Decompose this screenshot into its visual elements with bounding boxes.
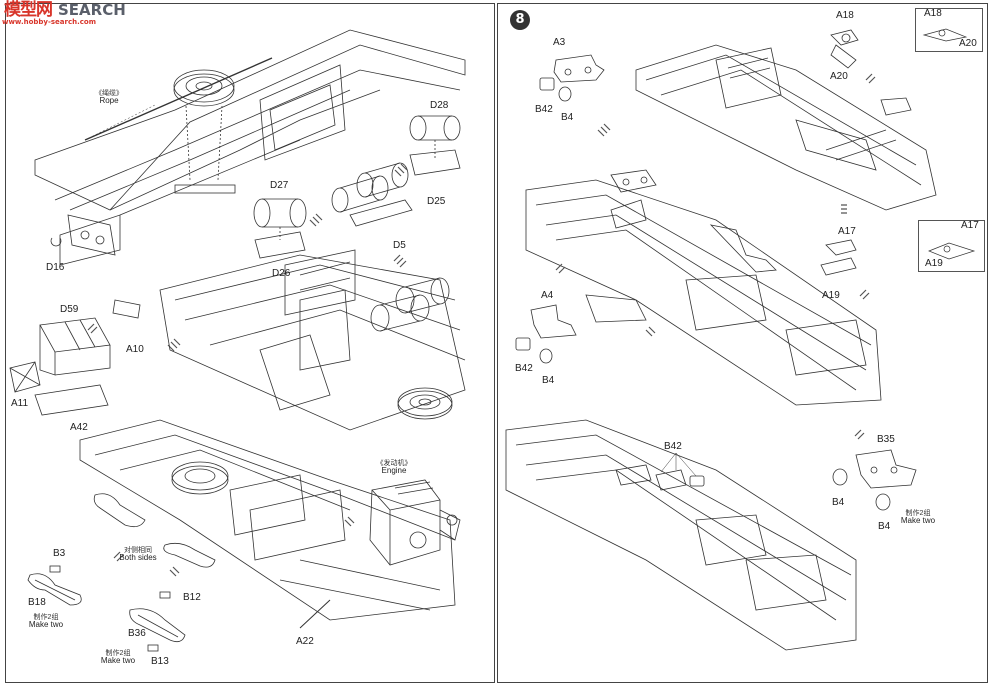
detail-inset-a17-a19	[918, 220, 985, 272]
chassis-frame-bottom	[79, 419, 456, 621]
make-two-label-en-left2: Make two	[100, 656, 136, 665]
part-label-b12: B12	[183, 592, 201, 603]
watermark-brand: 模型网	[4, 0, 53, 20]
bracket-a4	[530, 304, 577, 339]
engine-label-cn: 《发动机》	[376, 460, 412, 467]
side-bracket-upper	[610, 97, 912, 193]
detail-inset-a18-a20	[915, 8, 983, 52]
part-label-a10: A10	[126, 344, 144, 355]
watermark-search-text: SEARCH	[58, 1, 126, 19]
part-b4-piece-1	[558, 86, 572, 102]
part-label-d25: D25	[427, 196, 446, 207]
fuel-tank-d28	[409, 115, 461, 176]
tank-d27	[253, 198, 307, 259]
part-label-b4-1: B4	[561, 112, 574, 123]
both-sides-label-cn: 对侧相同	[124, 547, 152, 554]
chassis-frame-middle-right	[525, 179, 882, 406]
part-label-b4-4: B4	[878, 521, 891, 532]
part-label-a3: A3	[553, 37, 566, 48]
middle-tank-pair	[370, 277, 450, 332]
part-label-b4-2: B4	[542, 375, 555, 386]
spare-wheel-middle	[397, 387, 453, 420]
part-b3-piece	[49, 565, 61, 573]
watermark-logo: 模型网 SEARCH	[4, 2, 126, 28]
make-two-label-cn-right: 制作2组	[905, 510, 931, 517]
part-label-b4-3: B4	[832, 497, 845, 508]
storage-box-d59	[9, 299, 141, 416]
spare-wheel-top	[173, 69, 235, 181]
suspension-arm-left	[93, 493, 146, 528]
left-instruction-page: 模型网 SEARCH www.hobby-search.com 《绳缆》 Rop…	[0, 0, 495, 686]
chassis-frame-middle	[159, 249, 466, 431]
part-label-d59: D59	[60, 304, 79, 315]
make-two-label-en-right: Make two	[900, 516, 936, 525]
part-label-b42-3: B42	[664, 441, 682, 452]
part-label-a11: A11	[11, 398, 29, 409]
left-page-drawings	[9, 29, 466, 652]
leaf-spring-b18	[27, 573, 82, 606]
chassis-frame-top-right	[635, 44, 937, 211]
part-label-d27: D27	[270, 180, 289, 191]
part-label-a42: A42	[70, 422, 88, 433]
engine-label-en: Engine	[381, 466, 407, 475]
part-label-a4: A4	[541, 290, 554, 301]
part-b12-piece	[159, 591, 171, 599]
chassis-frame-top	[34, 29, 466, 266]
make-two-label-cn-left2: 制作2组	[105, 650, 131, 657]
hook-part-d16	[50, 214, 116, 256]
part-label-b13: B13	[151, 656, 169, 667]
part-b4-piece-2	[539, 348, 553, 364]
part-b4-piece-3	[832, 468, 848, 486]
part-label-a22: A22	[296, 636, 314, 647]
part-label-b36: B36	[128, 628, 146, 639]
inset-label-a17: A17	[961, 220, 979, 231]
assembly-arrows	[87, 163, 408, 577]
make-two-label-cn-left1: 制作2组	[33, 614, 59, 621]
make-two-label-en-left1: Make two	[28, 620, 64, 629]
part-b42-piece-2	[515, 337, 531, 351]
chassis-frame-bottom-right	[505, 419, 857, 651]
inset-label-a20: A20	[959, 38, 977, 49]
part-b4-piece-4	[875, 493, 891, 511]
part-b13-piece	[147, 644, 159, 652]
tank-pair-d5	[331, 162, 413, 227]
both-sides-label-en: Both sides	[119, 553, 157, 562]
bracket-a3	[553, 54, 605, 83]
part-label-a17: A17	[838, 226, 856, 237]
part-label-b3: B3	[53, 548, 66, 559]
part-label-a19: A19	[822, 290, 840, 301]
inset-label-a18: A18	[924, 8, 942, 19]
right-page-border	[497, 3, 988, 683]
rope-label-en: Rope	[99, 96, 119, 105]
rod-a22	[299, 599, 331, 629]
part-label-a20: A20	[830, 71, 848, 82]
part-label-d5: D5	[393, 240, 406, 251]
leaf-spring-b36	[129, 608, 186, 643]
rope-label-cn: 《绳缆》	[95, 90, 123, 97]
leaf-spring-both-sides	[163, 542, 216, 568]
part-label-b35: B35	[877, 434, 895, 445]
bracket-b35	[855, 449, 917, 489]
inset-label-a19: A19	[925, 258, 943, 269]
engine-block	[369, 479, 461, 566]
part-label-d26: D26	[272, 268, 291, 279]
part-b42-piece-1	[539, 77, 555, 91]
right-page-drawings	[505, 29, 937, 651]
part-a18-a20	[830, 29, 859, 69]
part-label-d16: D16	[46, 262, 65, 273]
right-instruction-page: 8	[496, 0, 990, 686]
part-label-a18: A18	[836, 10, 854, 21]
assembly-arrows-right	[555, 73, 876, 440]
part-label-d28: D28	[430, 100, 449, 111]
part-label-b42-2: B42	[515, 363, 533, 374]
part-label-b18: B18	[28, 597, 46, 608]
part-a17-a19	[820, 239, 857, 276]
watermark-url: www.hobby-search.com	[2, 18, 97, 26]
step-number-badge: 8	[510, 10, 530, 30]
left-page-border	[5, 3, 495, 683]
part-label-b42-1: B42	[535, 104, 553, 115]
